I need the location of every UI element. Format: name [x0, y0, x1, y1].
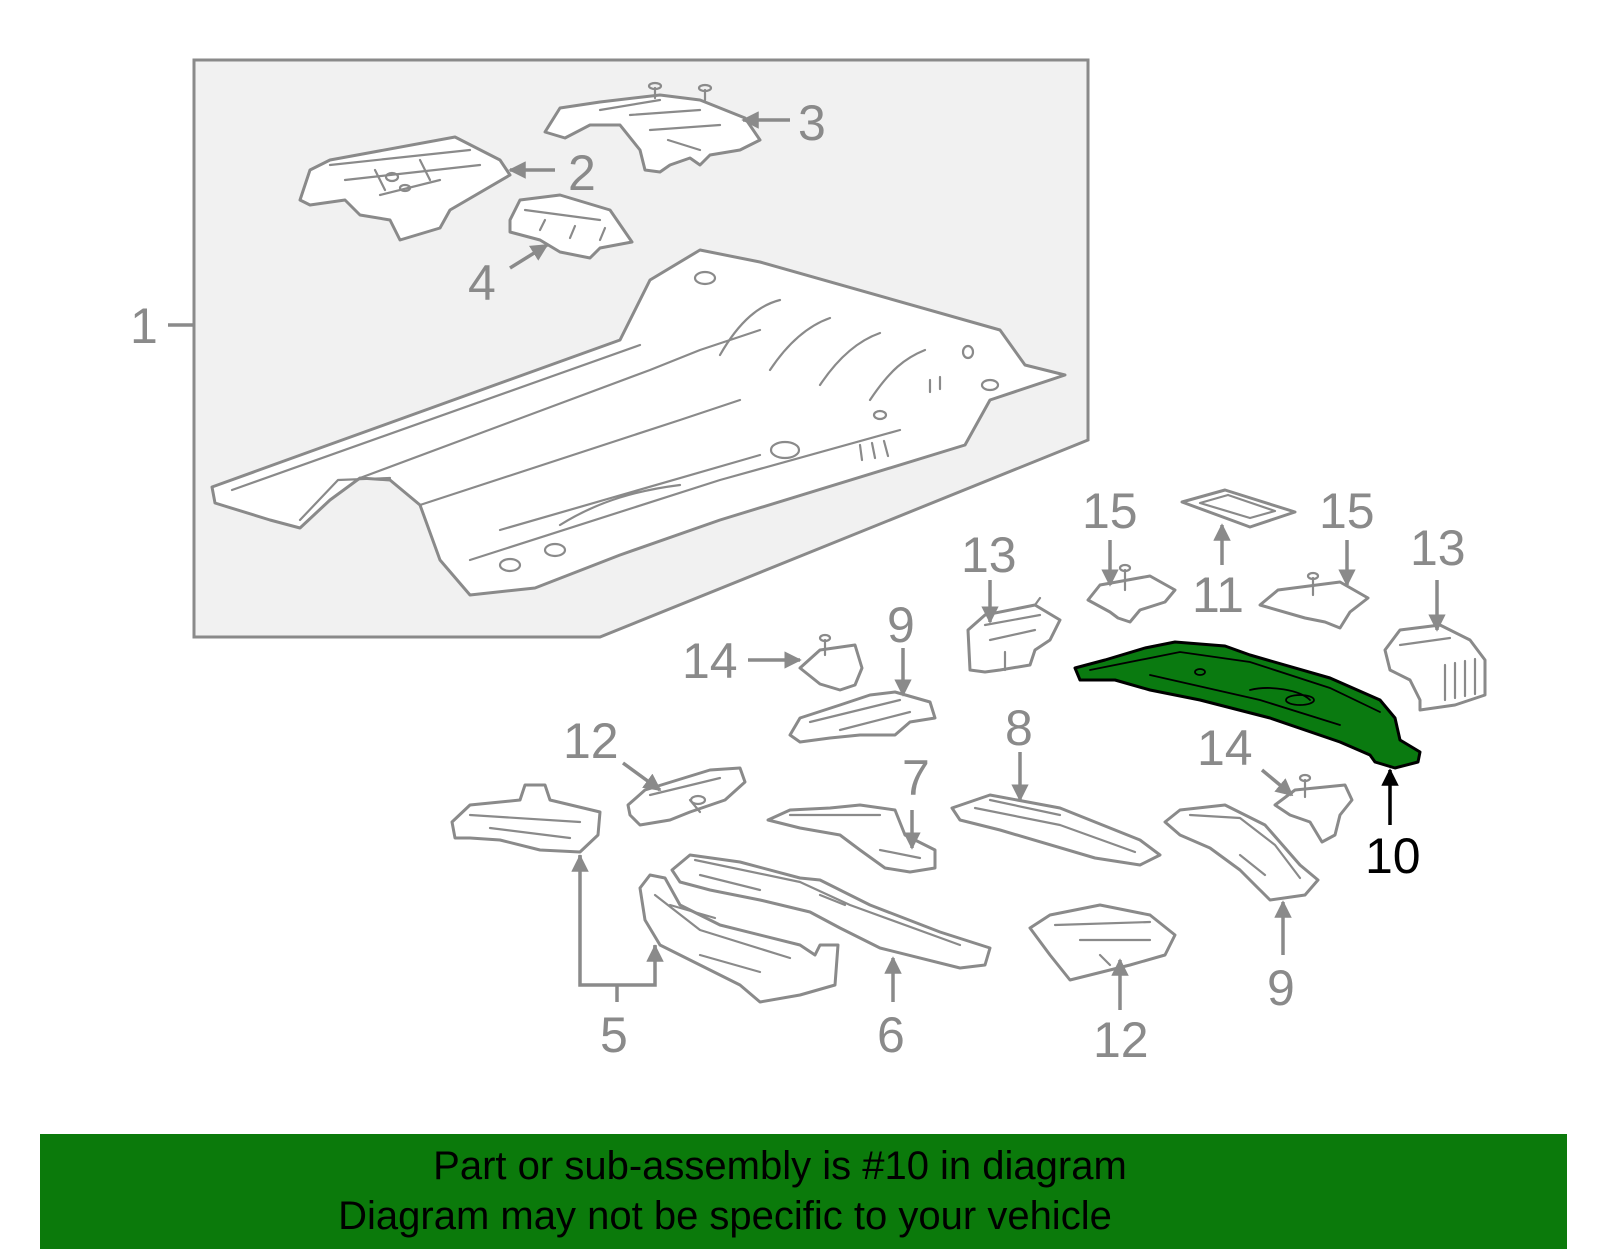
callout-13-left: 13 [961, 527, 1017, 583]
leader-14b [1260, 768, 1294, 797]
part-9-right-bracket [1163, 803, 1320, 902]
banner-line-disclaimer: Diagram may not be specific to your vehi… [338, 1194, 1112, 1238]
callout-4: 4 [468, 255, 496, 311]
part-5-upper-bracket [450, 783, 602, 854]
parts-diagram: 1 2 3 4 5 6 7 8 9 9 10 11 12 12 13 13 14… [130, 58, 1487, 1068]
part-13-left-bracket [966, 596, 1062, 674]
callout-12-upper: 12 [563, 713, 619, 769]
callout-2: 2 [568, 145, 596, 201]
part-15-right-bracket [1258, 571, 1370, 630]
callout-15-right: 15 [1319, 483, 1375, 539]
callout-1: 1 [130, 298, 158, 354]
callout-10: 10 [1365, 828, 1421, 884]
callout-8: 8 [1005, 700, 1033, 756]
callout-15-left: 15 [1082, 483, 1138, 539]
callout-14-left: 14 [682, 633, 738, 689]
callout-11: 11 [1192, 567, 1244, 623]
callout-3: 3 [798, 95, 826, 151]
part-12-upper-bracket [626, 766, 747, 827]
callout-9-lower: 9 [1267, 960, 1295, 1016]
leader-4 [509, 243, 549, 270]
part-9-left-bracket [788, 690, 937, 744]
part-6-member [670, 853, 992, 970]
part-floor-pan [210, 248, 1067, 597]
callout-5: 5 [600, 1007, 628, 1063]
callout-6: 6 [877, 1007, 905, 1063]
leader-12a [621, 761, 662, 792]
callout-7: 7 [902, 750, 930, 806]
part-13-right-bracket [1383, 623, 1487, 712]
callout-12-lower: 12 [1093, 1012, 1149, 1068]
part-11-plate [1180, 488, 1297, 529]
banner-line-part-number: Part or sub-assembly is #10 in diagram [433, 1144, 1127, 1188]
part-14-left-bracket [798, 633, 864, 692]
callout-13-right: 13 [1410, 520, 1466, 576]
part-2-bracket [298, 135, 512, 242]
callout-9-upper: 9 [887, 597, 915, 653]
part-3-bracket [543, 81, 762, 174]
part-14-right-bracket [1273, 773, 1354, 844]
part-5-lower-member [638, 873, 840, 1004]
part-4-bracket [508, 193, 634, 260]
part-8-member [950, 793, 1162, 867]
part-12-lower-bracket [1028, 903, 1177, 982]
part-10-crossmember-highlighted[interactable] [1073, 640, 1422, 770]
callout-14-right: 14 [1197, 720, 1253, 776]
info-banner: Part or sub-assembly is #10 in diagram D… [40, 1134, 1567, 1249]
part-15-left-bracket [1086, 563, 1177, 624]
part-7-bracket [766, 803, 937, 874]
